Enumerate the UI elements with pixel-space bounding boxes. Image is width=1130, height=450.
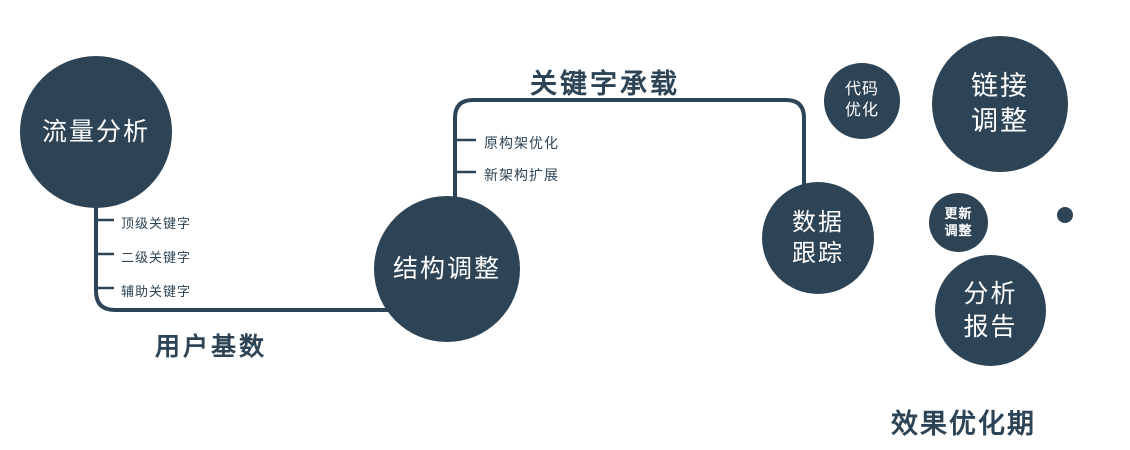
- node-update-adjust: 更新 调整: [929, 193, 988, 252]
- node-traffic-label: 流量分析: [41, 117, 150, 146]
- branch-label-original-architecture: 原构架优化: [484, 135, 559, 151]
- node-traffic-analysis: 流量分析: [20, 56, 172, 208]
- node-link-line1: 链接: [971, 70, 1029, 101]
- edge-structure-tracking: [453, 98, 806, 202]
- node-structure-adjust: 结构调整: [374, 196, 520, 342]
- node-code-optimize: 代码 优化: [824, 63, 900, 139]
- branch-label-auxiliary-keywords: 辅助关键字: [121, 284, 192, 299]
- dot-marker: [1057, 207, 1073, 223]
- edge-label-user-base: 用户基数: [155, 333, 268, 361]
- node-link-line2: 调整: [971, 106, 1029, 136]
- branch-label-top-keywords: 顶级关键字: [121, 216, 192, 231]
- node-code-line2: 优化: [844, 102, 879, 119]
- branch-label-secondary-keywords: 二级关键字: [121, 250, 192, 265]
- node-report-line2: 报告: [963, 312, 1018, 341]
- node-update-line2: 调整: [944, 222, 973, 238]
- branch-label-new-architecture: 新架构扩展: [484, 167, 559, 183]
- node-tracking-line1: 数据: [792, 208, 844, 236]
- node-code-line1: 代码: [844, 81, 879, 99]
- node-link-adjust: 链接 调整: [932, 36, 1068, 172]
- edge-traffic-structure: [94, 198, 392, 312]
- node-analysis-report: 分析 报告: [935, 255, 1046, 366]
- phase-label-effect-optimization: 效果优化期: [891, 409, 1036, 439]
- node-update-line1: 更新: [944, 205, 973, 221]
- node-structure-label: 结构调整: [392, 254, 501, 283]
- node-report-line1: 分析: [963, 280, 1018, 308]
- node-tracking-line2: 跟踪: [792, 240, 844, 267]
- edge-label-keyword-carry: 关键字承载: [530, 69, 680, 99]
- node-data-tracking: 数据 跟踪: [762, 182, 874, 294]
